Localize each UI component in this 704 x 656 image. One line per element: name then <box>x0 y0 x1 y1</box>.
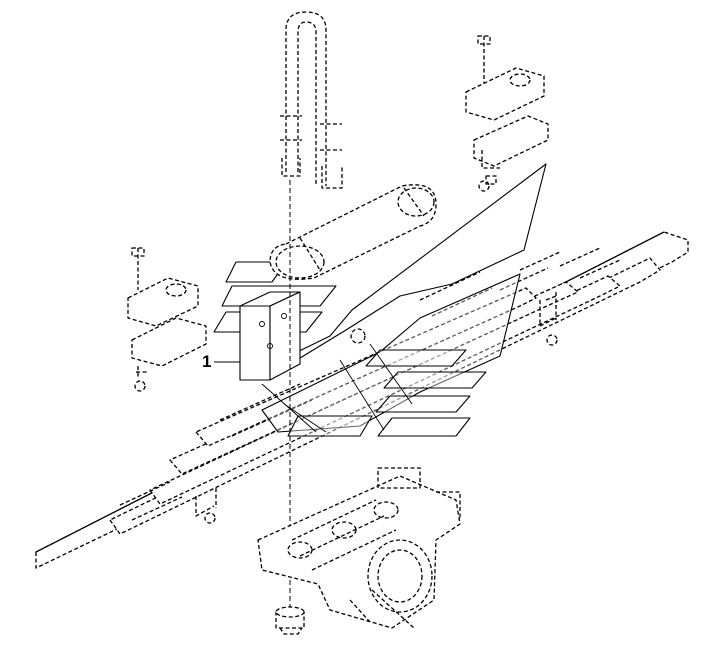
clamp-plate-left <box>127 247 207 392</box>
leaf-spring-stack <box>35 231 689 569</box>
callout-leader <box>214 361 241 378</box>
centre-bolt-axis <box>289 180 366 610</box>
axle-seat-cylinder <box>269 184 437 280</box>
bottom-nut <box>275 606 305 635</box>
callout-label-1: 1 <box>202 352 212 371</box>
u-bolt <box>280 11 343 189</box>
clamp-plate-right <box>465 35 549 192</box>
spacer-block <box>239 291 301 381</box>
axle-housing-bracket <box>257 467 461 629</box>
